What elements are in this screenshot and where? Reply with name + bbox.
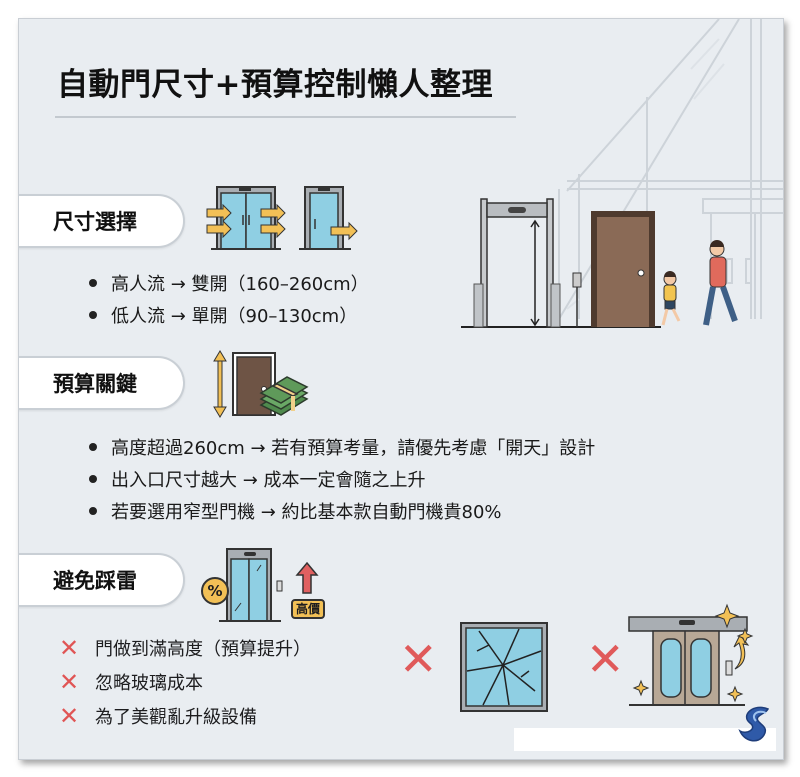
- list-item: ✕為了美觀亂升級設備: [59, 702, 257, 730]
- door-height-money-icon: [213, 350, 309, 418]
- bullet-dot: [89, 279, 97, 287]
- budget-bullet-list: 高度超過260cm → 若有預算考量，請優先考慮「開天」設計 出入口尺寸越大 →…: [89, 431, 595, 527]
- list-item: 出入口尺寸越大 → 成本一定會隨之上升: [89, 463, 595, 495]
- section-label-pitfalls: 避免踩雷: [19, 553, 185, 607]
- x-mark-icon: ✕: [59, 668, 80, 696]
- narrow-door-icon: [219, 548, 319, 622]
- x-mark-icon: ✕: [59, 634, 80, 662]
- entrance-scene-illustration: [461, 198, 738, 328]
- list-item: 高度超過260cm → 若有預算考量，請優先考慮「開天」設計: [89, 431, 595, 463]
- luxury-door-icon: [628, 603, 754, 706]
- list-item: ✕忽略玻璃成本: [59, 668, 203, 696]
- page-title: 自動門尺寸+預算控制懶人整理: [57, 67, 493, 103]
- bullet-dot: [89, 475, 97, 483]
- x-mark-icon: ✕: [586, 632, 625, 686]
- size-bullet-list: 高人流 → 雙開（160–260cm） 低人流 → 單開（90–130cm）: [89, 267, 369, 331]
- x-mark-icon: ✕: [59, 702, 80, 730]
- brand-logo-icon: [738, 706, 770, 742]
- title-divider: [55, 116, 516, 118]
- pitfall-list: ✕門做到滿高度（預算提升） ✕忽略玻璃成本 ✕為了美觀亂升級設備: [59, 631, 311, 733]
- footer-blank-bar: [514, 728, 776, 751]
- expensive-door-icon: % 高價: [197, 547, 337, 623]
- bullet-dot: [89, 311, 97, 319]
- infographic-card: 自動門尺寸+預算控制懶人整理 尺寸選擇: [18, 18, 784, 760]
- bullet-dot: [89, 507, 97, 515]
- section-label-size: 尺寸選擇: [19, 194, 185, 248]
- expensive-badge: 高價: [291, 599, 326, 619]
- bullet-dot: [89, 443, 97, 451]
- section-label-budget: 預算關鍵: [19, 356, 185, 410]
- percent-icon: %: [201, 577, 229, 605]
- list-item: 若要選用窄型門機 → 約比基本款自動門機貴80%: [89, 495, 595, 527]
- x-mark-icon: ✕: [399, 632, 438, 686]
- broken-glass-icon: [460, 622, 548, 712]
- list-item: ✕門做到滿高度（預算提升）: [59, 634, 311, 662]
- list-item: 低人流 → 單開（90–130cm）: [89, 299, 369, 331]
- double-and-single-door-icon: [206, 186, 358, 250]
- list-item: 高人流 → 雙開（160–260cm）: [89, 267, 369, 299]
